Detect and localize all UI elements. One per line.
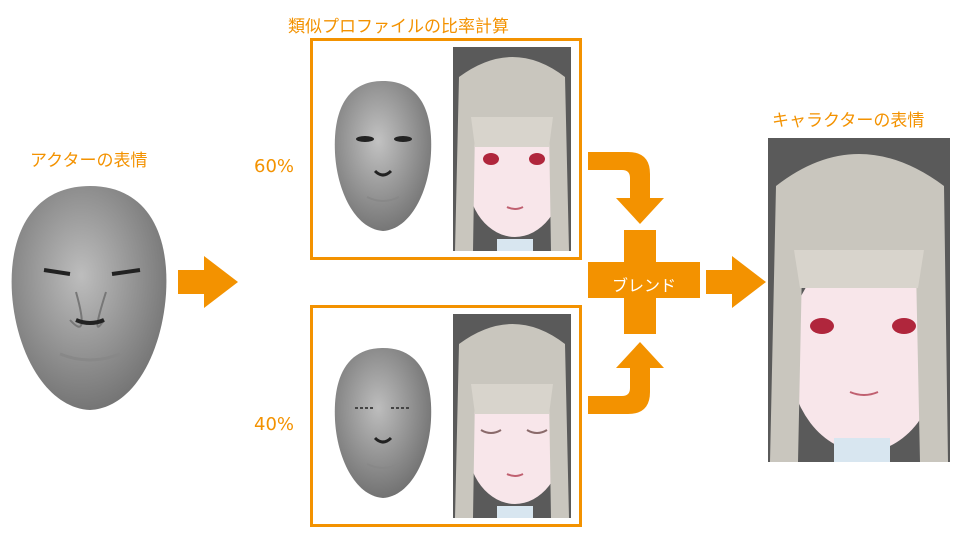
actor-label: アクターの表情 <box>30 151 148 171</box>
character-image <box>768 138 950 462</box>
character-label: キャラクターの表情 <box>772 111 925 131</box>
profile-character-1 <box>453 47 571 251</box>
profiles-title: 類似プロファイルの比率計算 <box>288 17 509 37</box>
arrow-right-icon <box>706 256 766 308</box>
arrow-right-icon <box>178 256 238 308</box>
profile-ratio-40: 40% <box>254 414 295 435</box>
profile-box-2 <box>310 305 582 527</box>
profile-face-2 <box>331 346 435 500</box>
profile-box-1 <box>310 38 582 260</box>
arrow-curve-up-icon <box>588 340 668 420</box>
profile-ratio-60: 60% <box>254 156 295 177</box>
profile-character-2 <box>453 314 571 518</box>
actor-face-image <box>6 182 174 414</box>
profile-face-1 <box>331 79 435 233</box>
blend-label: ブレンド <box>611 276 676 295</box>
arrow-curve-down-icon <box>588 146 668 226</box>
blend-plus-icon <box>588 230 700 334</box>
